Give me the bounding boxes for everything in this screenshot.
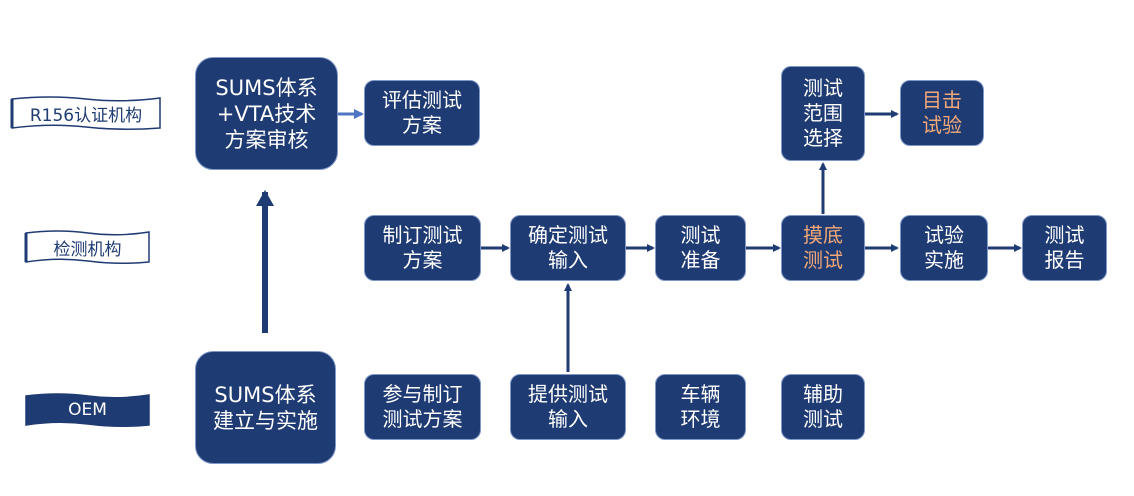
banner-shape [25,393,150,428]
box-sums-build: SUMS体系 建立与实施 [195,351,336,464]
box-join-plan: 参与制订 测试方案 [364,374,481,440]
box-make-plan: 制订测试 方案 [364,215,481,281]
box-confirm-input: 确定测试 输入 [510,215,626,281]
box-provide-input: 提供测试 输入 [510,374,626,440]
banner-shape [10,96,161,131]
box-test-scope: 测试 范围 选择 [781,66,865,161]
role-label-oem: OEM [24,392,151,428]
role-label-r156-text: R156认证机构 [29,105,143,126]
box-evaluate-plan: 评估测试 方案 [364,80,480,146]
role-label-lab-text: 检测机构 [53,239,122,260]
box-vehicle-env: 车辆 环境 [655,374,746,440]
box-assist-test: 辅助 测试 [781,374,865,440]
box-baseline-test: 摸底 测试 [781,215,865,281]
role-label-r156: R156认证机构 [10,95,162,131]
box-sums-vta-review: SUMS体系 +VTA技术 方案审核 [195,57,338,170]
box-test-prepare: 测试 准备 [655,215,746,281]
box-test-report: 测试 报告 [1022,215,1107,281]
box-witness-test: 目击 试验 [900,80,984,146]
role-label-oem-text: OEM [68,400,107,420]
role-label-lab: 检测机构 [24,229,151,265]
box-test-execute: 试验 实施 [900,215,988,281]
banner-shape [24,230,150,265]
